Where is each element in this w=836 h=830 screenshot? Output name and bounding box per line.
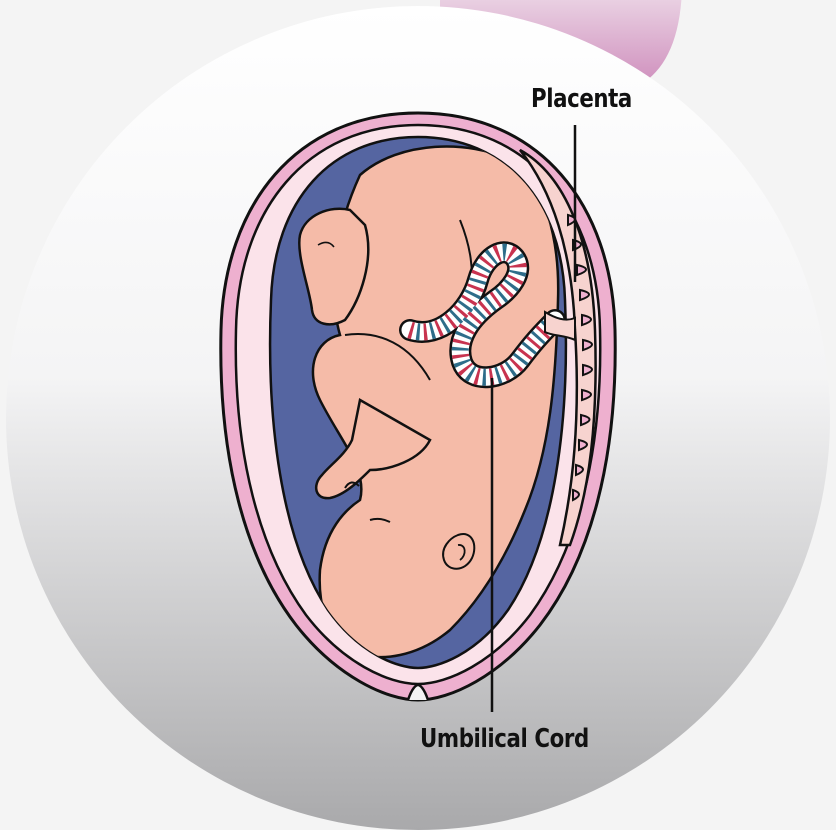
umbilical-cord-label: Umbilical Cord [420,724,589,754]
placenta-label: Placenta [531,84,632,114]
